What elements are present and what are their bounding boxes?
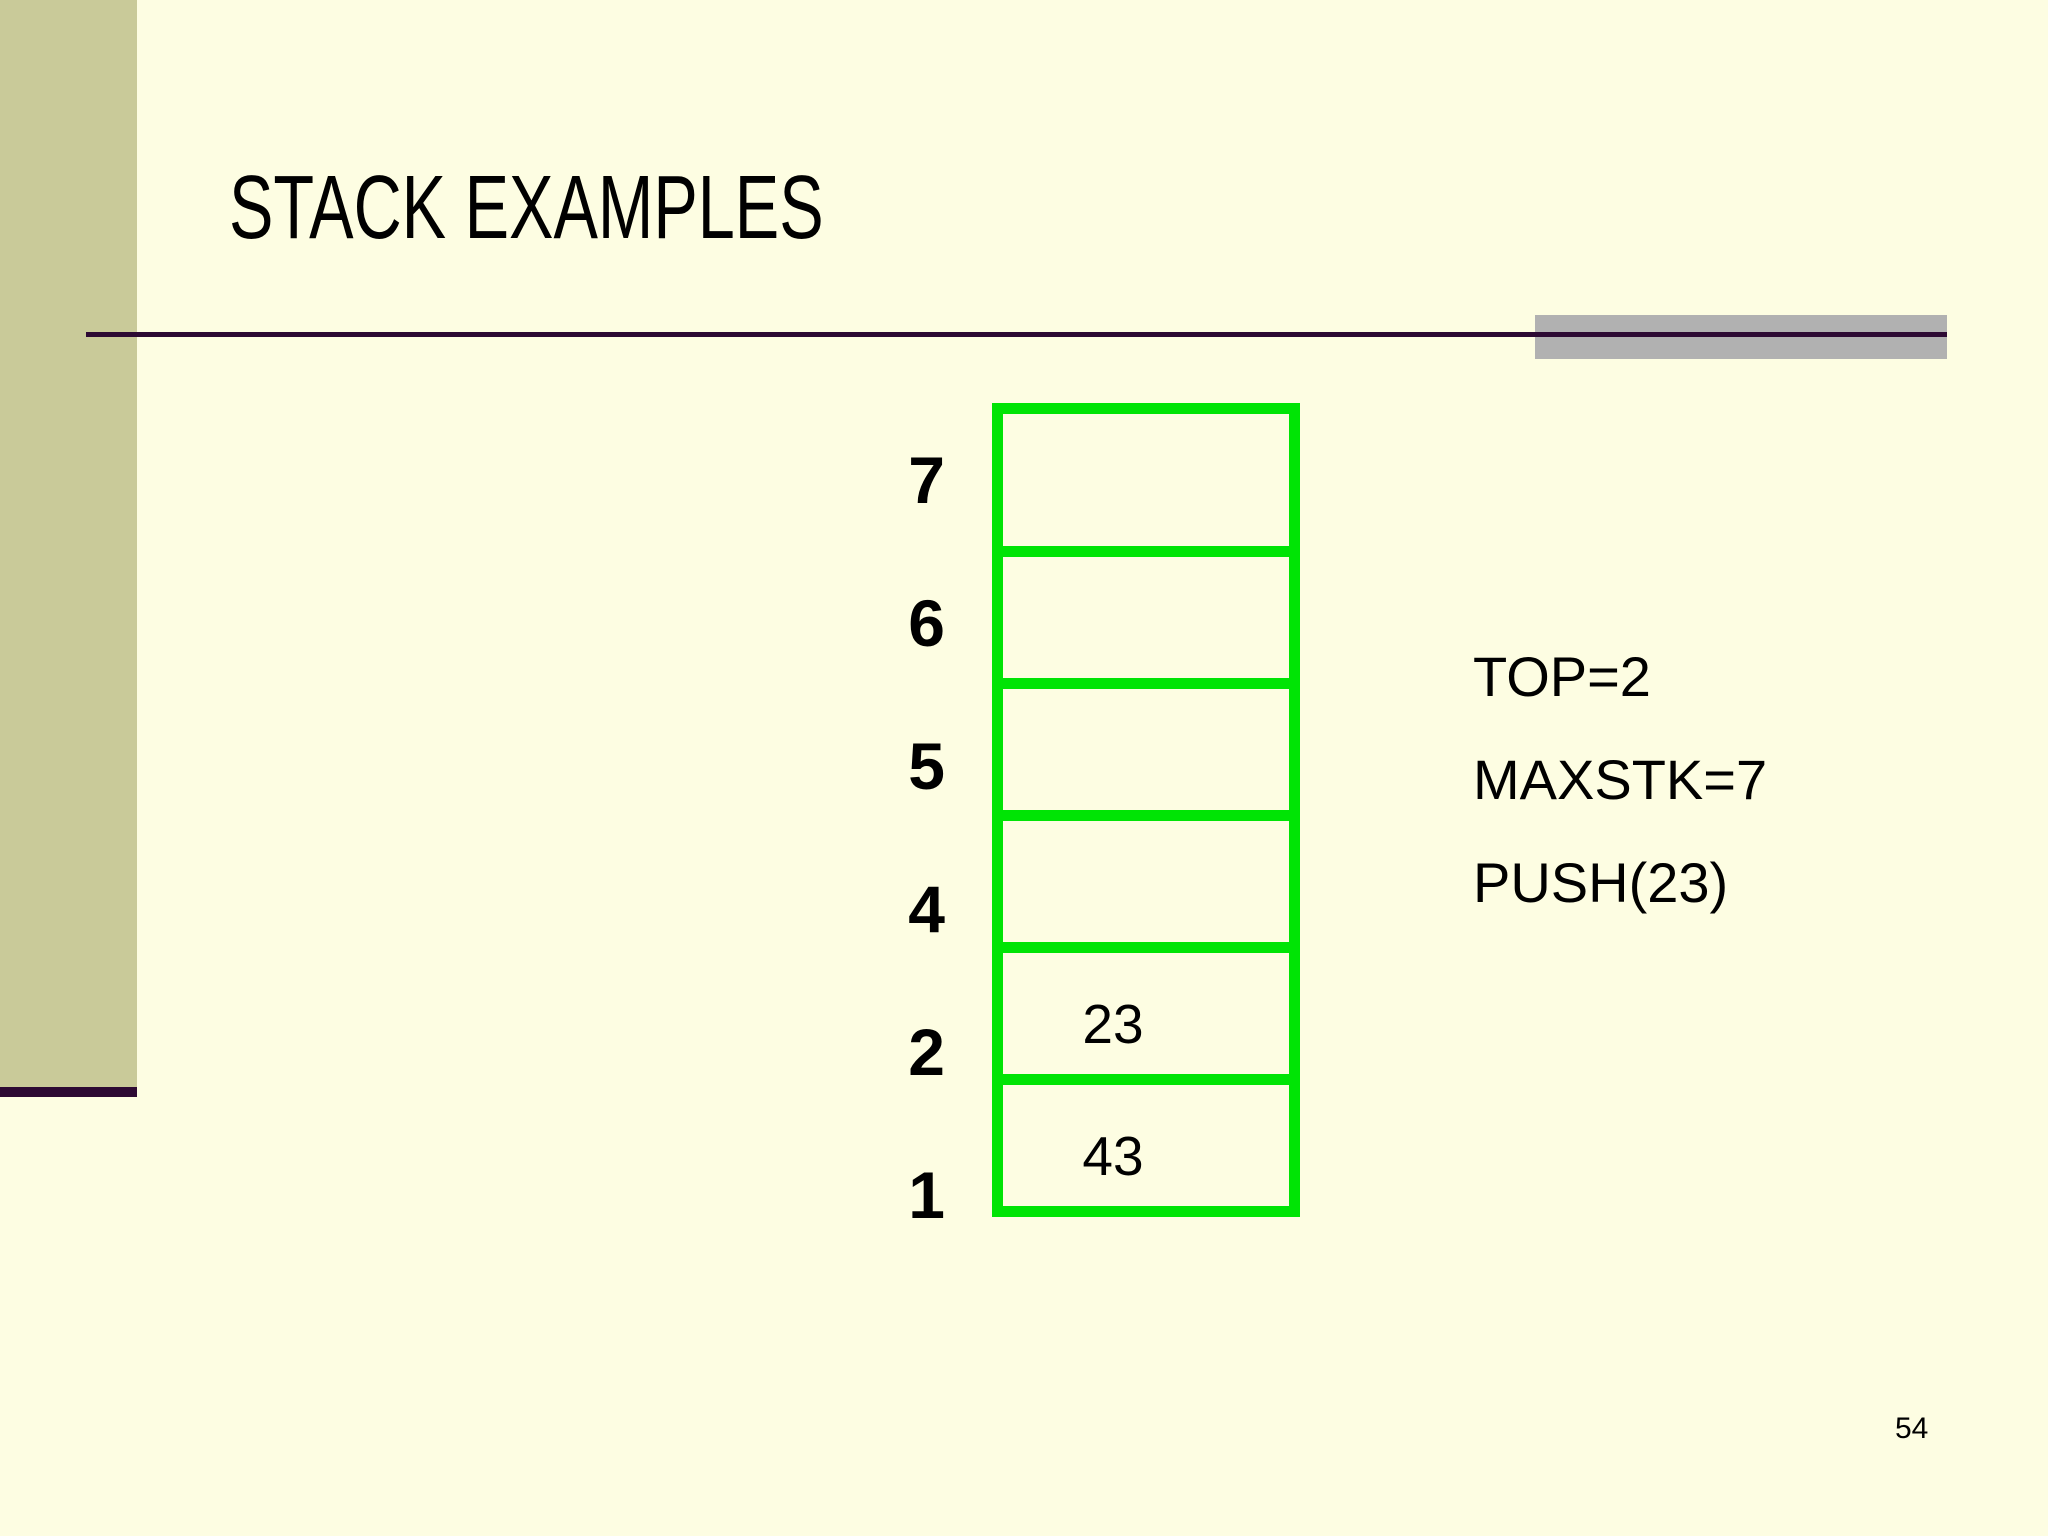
stack-cell-4 [1003,810,1289,942]
left-accent-bar [0,0,137,1087]
left-accent-underline [0,1087,137,1097]
stack-index-label-4: 4 [908,872,945,946]
gray-accent-bar [1535,315,1947,359]
page-number: 54 [1895,1412,1929,1445]
annotation-push: PUSH(23) [1473,851,1729,914]
stack-annotations: TOP=2 MAXSTK=7 PUSH(23) [1473,625,1767,934]
stack-cell-6 [1003,546,1289,678]
stack-cell-value: 23 [1082,993,1144,1055]
stack-index-label-5: 5 [908,729,945,803]
annotation-top: TOP=2 [1473,645,1651,708]
stack-index-label-7: 7 [908,443,945,517]
annotation-maxstk: MAXSTK=7 [1473,748,1768,811]
stack-index-label-1: 1 [908,1158,945,1232]
horizontal-rule [86,332,1947,337]
page-title: STACK EXAMPLES [229,158,824,258]
stack-diagram: 23 43 [992,403,1300,1217]
stack-index-labels: 7 6 5 4 2 1 [810,414,945,1272]
stack-cell-2: 23 [1003,942,1289,1074]
stack-index-label-2: 2 [908,1015,945,1089]
stack-cell-5 [1003,678,1289,810]
stack-cell-1: 43 [1003,1074,1289,1206]
stack-cell-value: 43 [1082,1125,1144,1187]
stack-index-label-6: 6 [908,586,945,660]
stack-cell-7 [1003,414,1289,546]
